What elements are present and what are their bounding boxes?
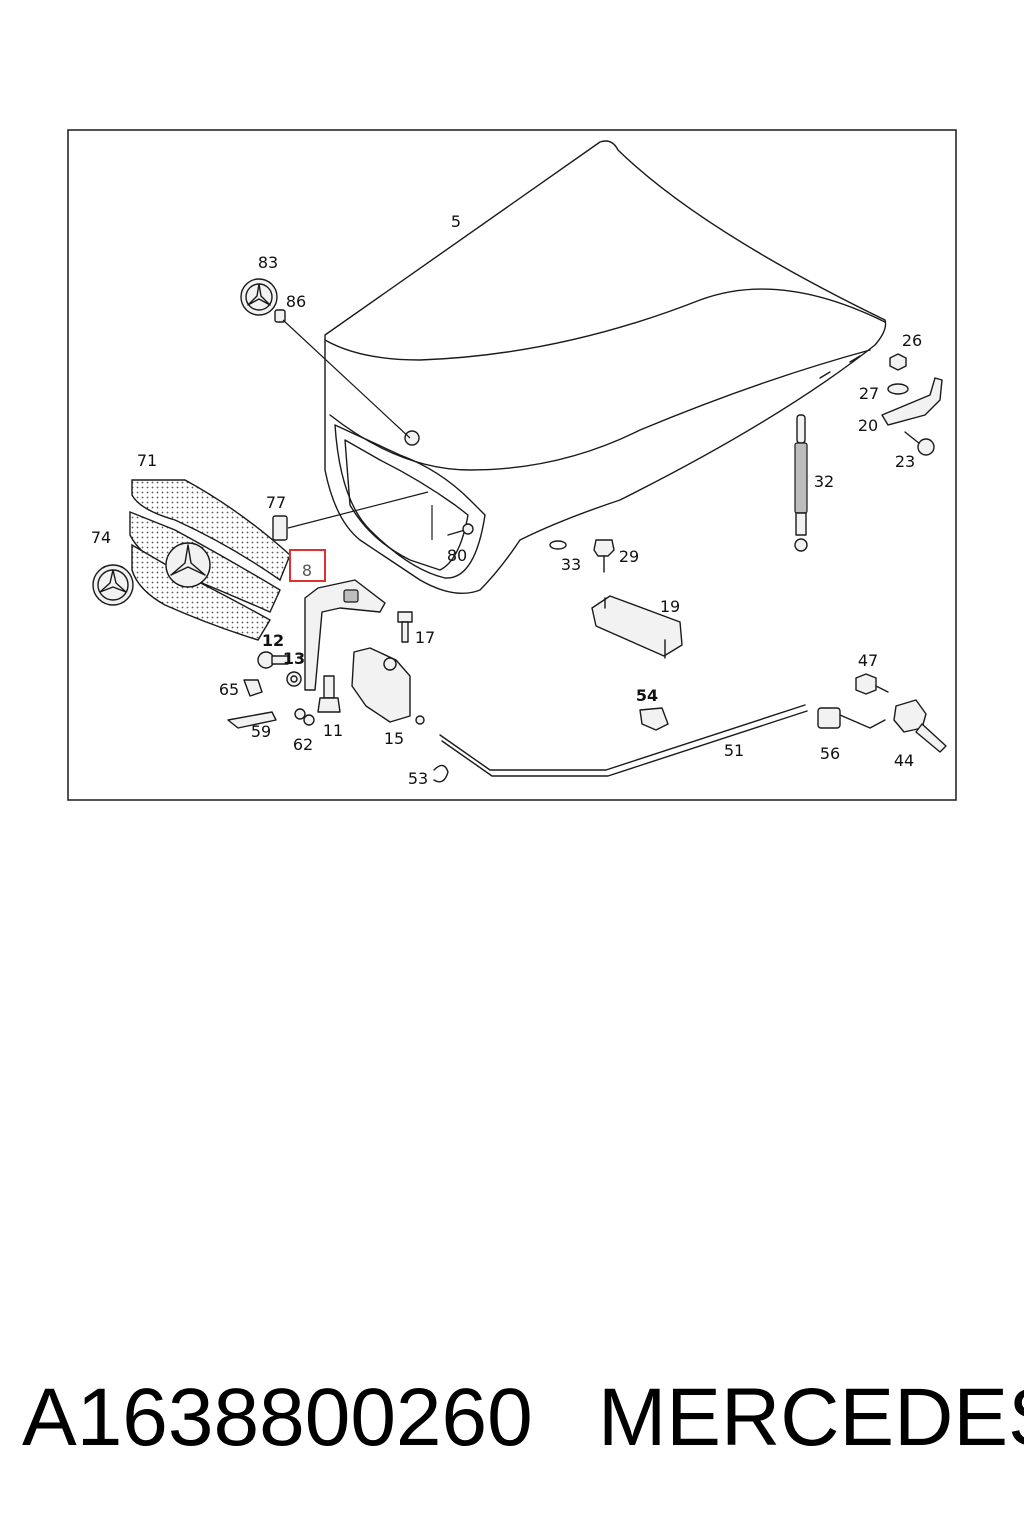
clip-65	[243, 679, 263, 697]
gas-strut-32	[794, 414, 808, 552]
grille-71	[129, 479, 291, 641]
highlight-box	[289, 549, 326, 582]
diagram-frame	[67, 129, 957, 801]
release-cable-51	[415, 704, 808, 777]
callout-62: 62	[293, 735, 313, 754]
callout-83: 83	[258, 253, 278, 272]
hinge-bracket-20	[881, 377, 943, 426]
callout-32: 32	[814, 472, 834, 491]
bolt-12	[257, 651, 289, 669]
grommet-33	[549, 540, 567, 550]
callout-19: 19	[660, 597, 680, 616]
clip-54	[639, 707, 669, 731]
callout-27: 27	[859, 384, 879, 403]
callout-11: 11	[323, 721, 343, 740]
clip-62	[294, 708, 315, 726]
callout-23: 23	[895, 452, 915, 471]
highlighted-part-label: 8	[302, 561, 312, 580]
nut-47	[855, 673, 889, 695]
hood-part	[324, 140, 887, 595]
callout-74: 74	[91, 528, 111, 547]
brand-name: MERCEDES	[598, 1372, 1024, 1463]
clip-53	[433, 764, 449, 783]
callout-86: 86	[286, 292, 306, 311]
callout-13: 13	[283, 649, 305, 668]
callout-26: 26	[902, 331, 922, 350]
bump-stop-29	[593, 539, 615, 573]
callout-29: 29	[619, 547, 639, 566]
callout-47: 47	[858, 651, 878, 670]
callout-20: 20	[858, 416, 878, 435]
callout-33: 33	[561, 555, 581, 574]
callout-56: 56	[820, 744, 840, 763]
connector-56	[817, 707, 886, 729]
fastener-86	[274, 309, 411, 439]
part-number: A1638800260	[22, 1372, 533, 1463]
caption: A1638800260 MERCEDES	[0, 1368, 1024, 1478]
callout-15: 15	[384, 729, 404, 748]
callout-51: 51	[724, 741, 744, 760]
callout-71: 71	[137, 451, 157, 470]
screw-80	[431, 505, 474, 540]
callout-77: 77	[266, 493, 286, 512]
callout-65: 65	[219, 680, 239, 699]
hood-latch-bracket-8	[304, 579, 386, 691]
clip-77	[272, 491, 429, 541]
release-handle-44	[893, 699, 947, 753]
callout-54: 54	[636, 686, 658, 705]
callout-44: 44	[894, 751, 914, 770]
callout-59: 59	[251, 722, 271, 741]
callout-53: 53	[408, 769, 428, 788]
latch-15	[351, 647, 411, 723]
callout-12: 12	[262, 631, 284, 650]
star-emblem-83	[240, 278, 278, 316]
callout-17: 17	[415, 628, 435, 647]
nut-26	[889, 353, 907, 371]
bolt-17	[397, 611, 413, 643]
star-emblem-74	[92, 564, 134, 606]
lock-19	[591, 595, 683, 659]
callout-80: 80	[447, 546, 467, 565]
nut-11	[317, 675, 341, 713]
callout-5: 5	[451, 212, 461, 231]
handle-59	[227, 711, 277, 729]
bolt-23	[904, 431, 935, 456]
washer-27	[887, 383, 909, 395]
bushing-13	[286, 671, 302, 687]
